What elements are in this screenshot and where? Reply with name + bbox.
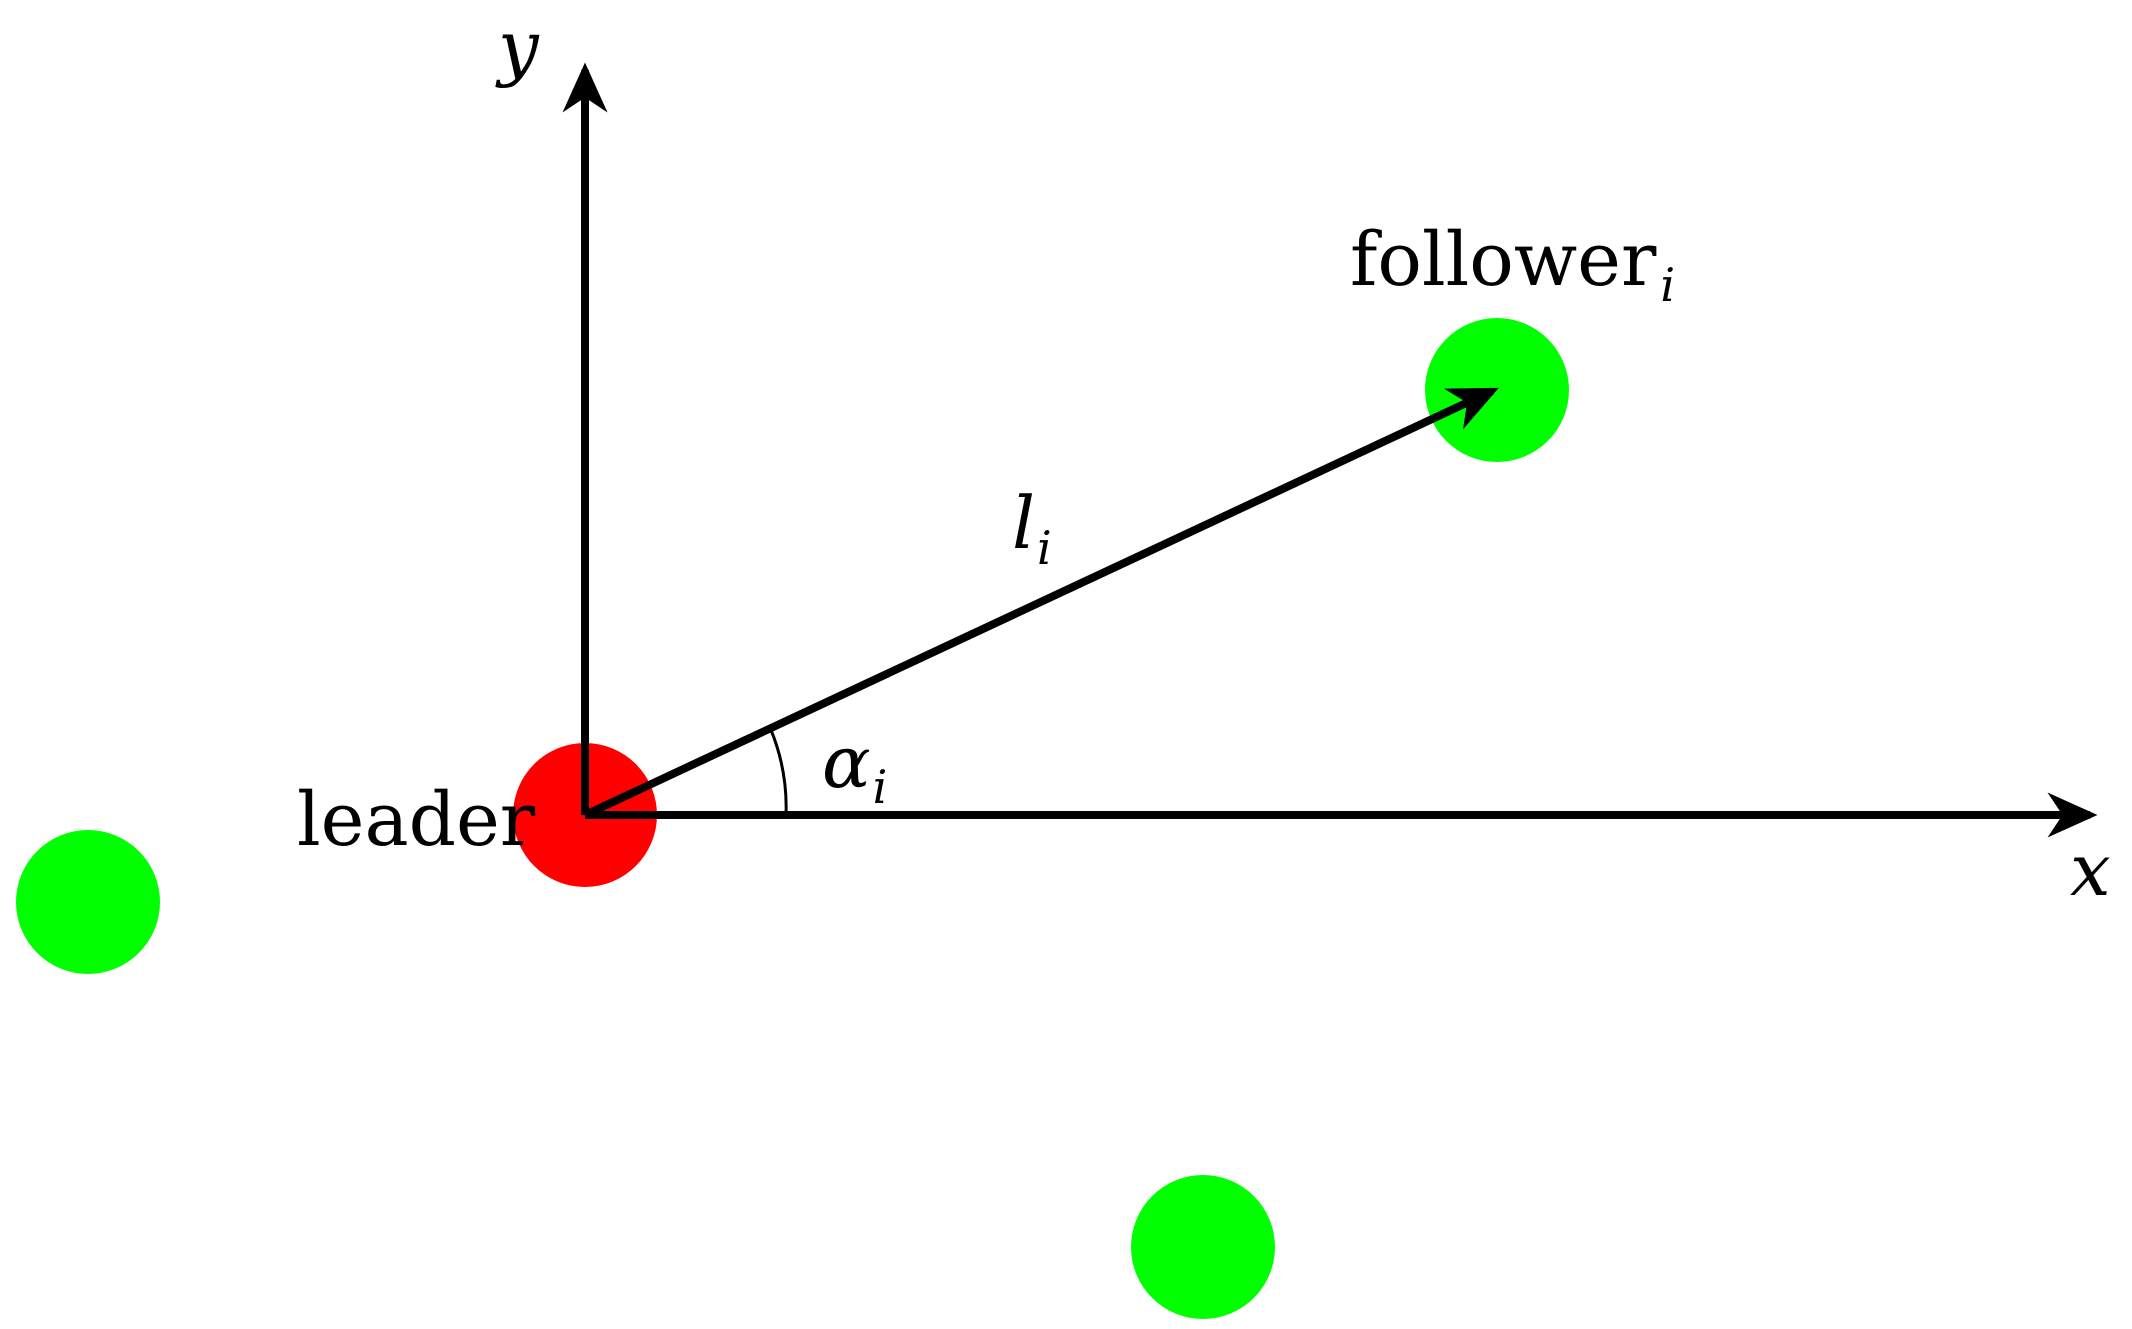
angle-arc xyxy=(769,729,788,816)
leader-label: leader xyxy=(297,777,536,863)
y-axis-label: y xyxy=(495,5,540,89)
distance-vector xyxy=(583,387,1499,819)
follower-robot-left xyxy=(16,830,160,974)
angle-label-base: α xyxy=(822,720,871,804)
follower-label: followeri xyxy=(1350,217,1675,312)
distance-label-base: l xyxy=(1012,481,1035,565)
angle-label: αi xyxy=(822,720,887,814)
distance-label-subscript: i xyxy=(1037,521,1052,575)
follower-label-subscript: i xyxy=(1660,258,1675,312)
follower-label-base: follower xyxy=(1350,217,1657,303)
follower-robot-i xyxy=(1425,318,1569,462)
x-axis-label: x xyxy=(2070,828,2111,912)
angle-label-subscript: i xyxy=(873,760,888,814)
follower-robot-bottom xyxy=(1131,1175,1275,1319)
distance-label: li xyxy=(1012,481,1052,575)
